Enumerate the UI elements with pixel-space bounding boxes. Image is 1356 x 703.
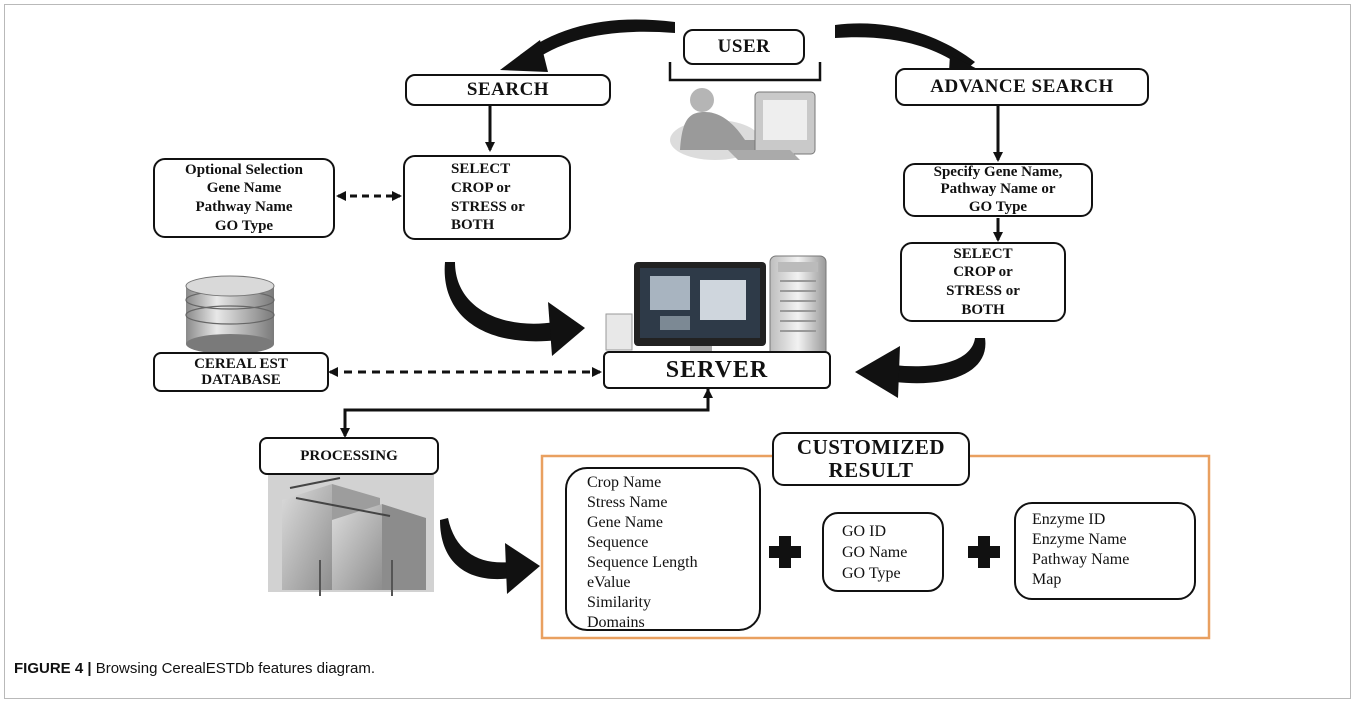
customized-result-box: CUSTOMIZED RESULT (772, 432, 970, 486)
optional-selection-line: Optional Selection (185, 161, 303, 178)
specify-gene-box[interactable]: Specify Gene Name, Pathway Name or GO Ty… (903, 163, 1093, 217)
figure-caption: FIGURE 4 | Browsing CerealESTDb features… (14, 660, 375, 677)
list-item: Similarity (587, 594, 651, 611)
list-item: GO Name (842, 544, 908, 561)
figure-frame (4, 4, 1351, 699)
list-item: Stress Name (587, 494, 668, 511)
list-item: Domains (587, 614, 645, 631)
select-line: CROP or (953, 264, 1013, 281)
user-label: USER (717, 36, 771, 58)
select-line: STRESS or (946, 283, 1020, 299)
list-item: GO Type (842, 565, 901, 582)
list-item: GO ID (842, 523, 886, 540)
customized-result-line: RESULT (828, 458, 914, 482)
select-line: STRESS or (451, 198, 525, 215)
search-label: SEARCH (466, 79, 550, 101)
search-box[interactable]: SEARCH (405, 74, 611, 106)
select-crop-stress-box-left[interactable]: SELECT CROP or STRESS or BOTH (403, 155, 571, 240)
processing-box[interactable]: PROCESSING (259, 437, 439, 475)
specify-line: GO Type (968, 198, 1028, 215)
processing-label: PROCESSING (300, 447, 398, 464)
specify-line: Pathway Name or (940, 181, 1056, 198)
result-list-enzyme: Enzyme ID Enzyme Name Pathway Name Map (1014, 502, 1196, 600)
processing-servers-icon (268, 474, 434, 596)
curved-arrow-select-to-server (444, 262, 585, 356)
result-list-go: GO ID GO Name GO Type (822, 512, 944, 592)
select-line: SELECT (451, 161, 511, 177)
optional-selection-line: Gene Name (206, 180, 282, 197)
curved-arrow-processing-to-result (440, 518, 540, 594)
plus-icon (769, 536, 801, 568)
plus-icon (968, 536, 1000, 568)
result-list-primary: Crop Name Stress Name Gene Name Sequence… (565, 467, 761, 631)
cereal-est-database-box[interactable]: CEREAL EST DATABASE (153, 352, 329, 392)
curved-arrow-select-right-to-server (855, 338, 986, 398)
select-line: SELECT (953, 245, 1013, 262)
optional-selection-box[interactable]: Optional Selection Gene Name Pathway Nam… (153, 158, 335, 238)
caption-label: FIGURE 4 | (14, 660, 92, 677)
select-line: BOTH (451, 217, 495, 234)
list-item: Enzyme ID (1032, 511, 1106, 528)
customized-result-line: CUSTOMIZED (796, 435, 946, 460)
server-box[interactable]: SERVER (603, 351, 831, 389)
advance-search-label: ADVANCE SEARCH (930, 76, 1114, 98)
list-item: Gene Name (587, 514, 663, 531)
list-item: eValue (587, 574, 631, 591)
select-line: CROP or (451, 179, 511, 196)
caption-text: Browsing CerealESTDb features diagram. (91, 660, 376, 677)
specify-line: Specify Gene Name, (933, 164, 1063, 181)
list-item: Sequence Length (587, 554, 698, 571)
select-crop-stress-box-right[interactable]: SELECT CROP or STRESS or BOTH (900, 242, 1066, 322)
list-item: Crop Name (587, 474, 662, 491)
curved-arrow-user-to-search (500, 19, 675, 72)
list-item: Sequence (587, 534, 649, 551)
list-item: Map (1032, 571, 1062, 588)
list-item: Pathway Name (1032, 551, 1130, 568)
list-item: Enzyme Name (1032, 531, 1127, 548)
server-computer-icon (605, 255, 827, 361)
user-box: USER (683, 29, 805, 65)
database-line: DATABASE (201, 372, 281, 388)
optional-selection-line: Pathway Name (195, 199, 293, 215)
optional-selection-line: GO Type (214, 217, 274, 234)
server-label: SERVER (665, 357, 769, 383)
select-line: BOTH (961, 301, 1005, 318)
arrow-server-processing (340, 388, 710, 438)
user-illustration (668, 62, 822, 160)
database-line: CEREAL EST (194, 355, 288, 372)
database-icon (185, 275, 275, 354)
advance-search-box[interactable]: ADVANCE SEARCH (895, 68, 1149, 106)
